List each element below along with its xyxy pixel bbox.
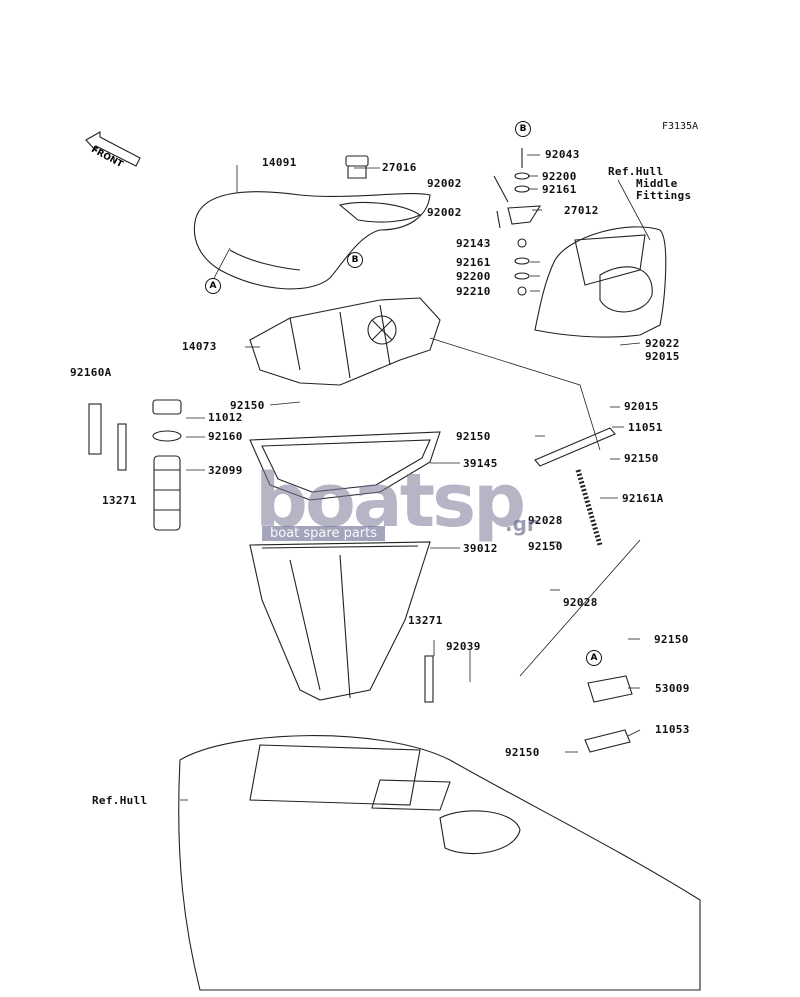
bar-11051: [534, 427, 616, 467]
callout-b-top: B: [515, 121, 531, 137]
part-92161A: 92161A: [622, 492, 664, 505]
part-92015-a: 92015: [645, 350, 680, 363]
part-92002-a: 92002: [427, 177, 462, 190]
part-92210: 92210: [456, 285, 491, 298]
part-92028-b: 92028: [563, 596, 598, 609]
callout-a-left: A: [205, 278, 221, 294]
callout-b-mid: B: [347, 252, 363, 268]
part-92043: 92043: [545, 148, 580, 161]
part-92150-d: 92150: [528, 540, 563, 553]
storage-bucket-39012: [249, 541, 431, 701]
ref-hull-bottom: Ref.Hull: [92, 794, 148, 807]
plate-11053: [584, 729, 631, 753]
part-92143: 92143: [456, 237, 491, 250]
part-92150-e: 92150: [654, 633, 689, 646]
spring-92161A: [575, 469, 603, 546]
part-27012: 27012: [564, 204, 599, 217]
ref-hull-top-line2: Middle: [636, 177, 678, 190]
part-13271-b: 13271: [408, 614, 443, 627]
part-92150-f: 92150: [505, 746, 540, 759]
part-53009: 53009: [655, 682, 690, 695]
ref-hull-top-line1: Ref.Hull: [608, 165, 664, 178]
o-ring-92160: [152, 430, 182, 442]
seat-pan-14073: [249, 297, 441, 386]
callout-a-right: A: [586, 650, 602, 666]
part-92200-b: 92200: [456, 270, 491, 283]
hull-bottom: [178, 735, 701, 991]
part-14091: 14091: [262, 156, 297, 169]
part-27016: 27016: [382, 161, 417, 174]
part-92200-a: 92200: [542, 170, 577, 183]
part-92150-c: 92150: [624, 452, 659, 465]
latch-53009: [587, 675, 633, 703]
part-92160: 92160: [208, 430, 243, 443]
part-92015-b: 92015: [624, 400, 659, 413]
front-arrow-icon: [85, 131, 141, 167]
strip-13271-right: [424, 655, 434, 703]
ref-hull-top-line3: Fittings: [636, 189, 692, 202]
watermark-tagline: boat spare parts: [262, 526, 386, 541]
gasket-39145: [249, 431, 441, 501]
tube-32099: [153, 455, 181, 531]
part-92161-a: 92161: [542, 183, 577, 196]
part-11051: 11051: [628, 421, 663, 434]
hull-middle-fitting: [534, 226, 667, 338]
part-39145: 39145: [463, 457, 498, 470]
part-11053: 11053: [655, 723, 690, 736]
part-92160A: 92160A: [70, 366, 112, 379]
watermark-suffix: .gr: [505, 512, 537, 536]
part-11012: 11012: [208, 411, 243, 424]
figure-code: F3135A: [662, 121, 699, 132]
part-32099: 32099: [208, 464, 243, 477]
strip-13271-left: [117, 423, 127, 471]
part-92039: 92039: [446, 640, 481, 653]
part-39012: 39012: [463, 542, 498, 555]
plate-92160A: [88, 403, 102, 455]
part-92002-b: 92002: [427, 206, 462, 219]
part-92022: 92022: [645, 337, 680, 350]
part-92150-a: 92150: [230, 399, 265, 412]
part-92161-b: 92161: [456, 256, 491, 269]
bracket-27012: [507, 205, 542, 225]
part-92028-a: 92028: [528, 514, 563, 527]
part-13271-a: 13271: [102, 494, 137, 507]
part-92150-b: 92150: [456, 430, 491, 443]
cap-11012: [152, 399, 182, 415]
part-14073: 14073: [182, 340, 217, 353]
seat-cover-14091: [193, 191, 431, 290]
